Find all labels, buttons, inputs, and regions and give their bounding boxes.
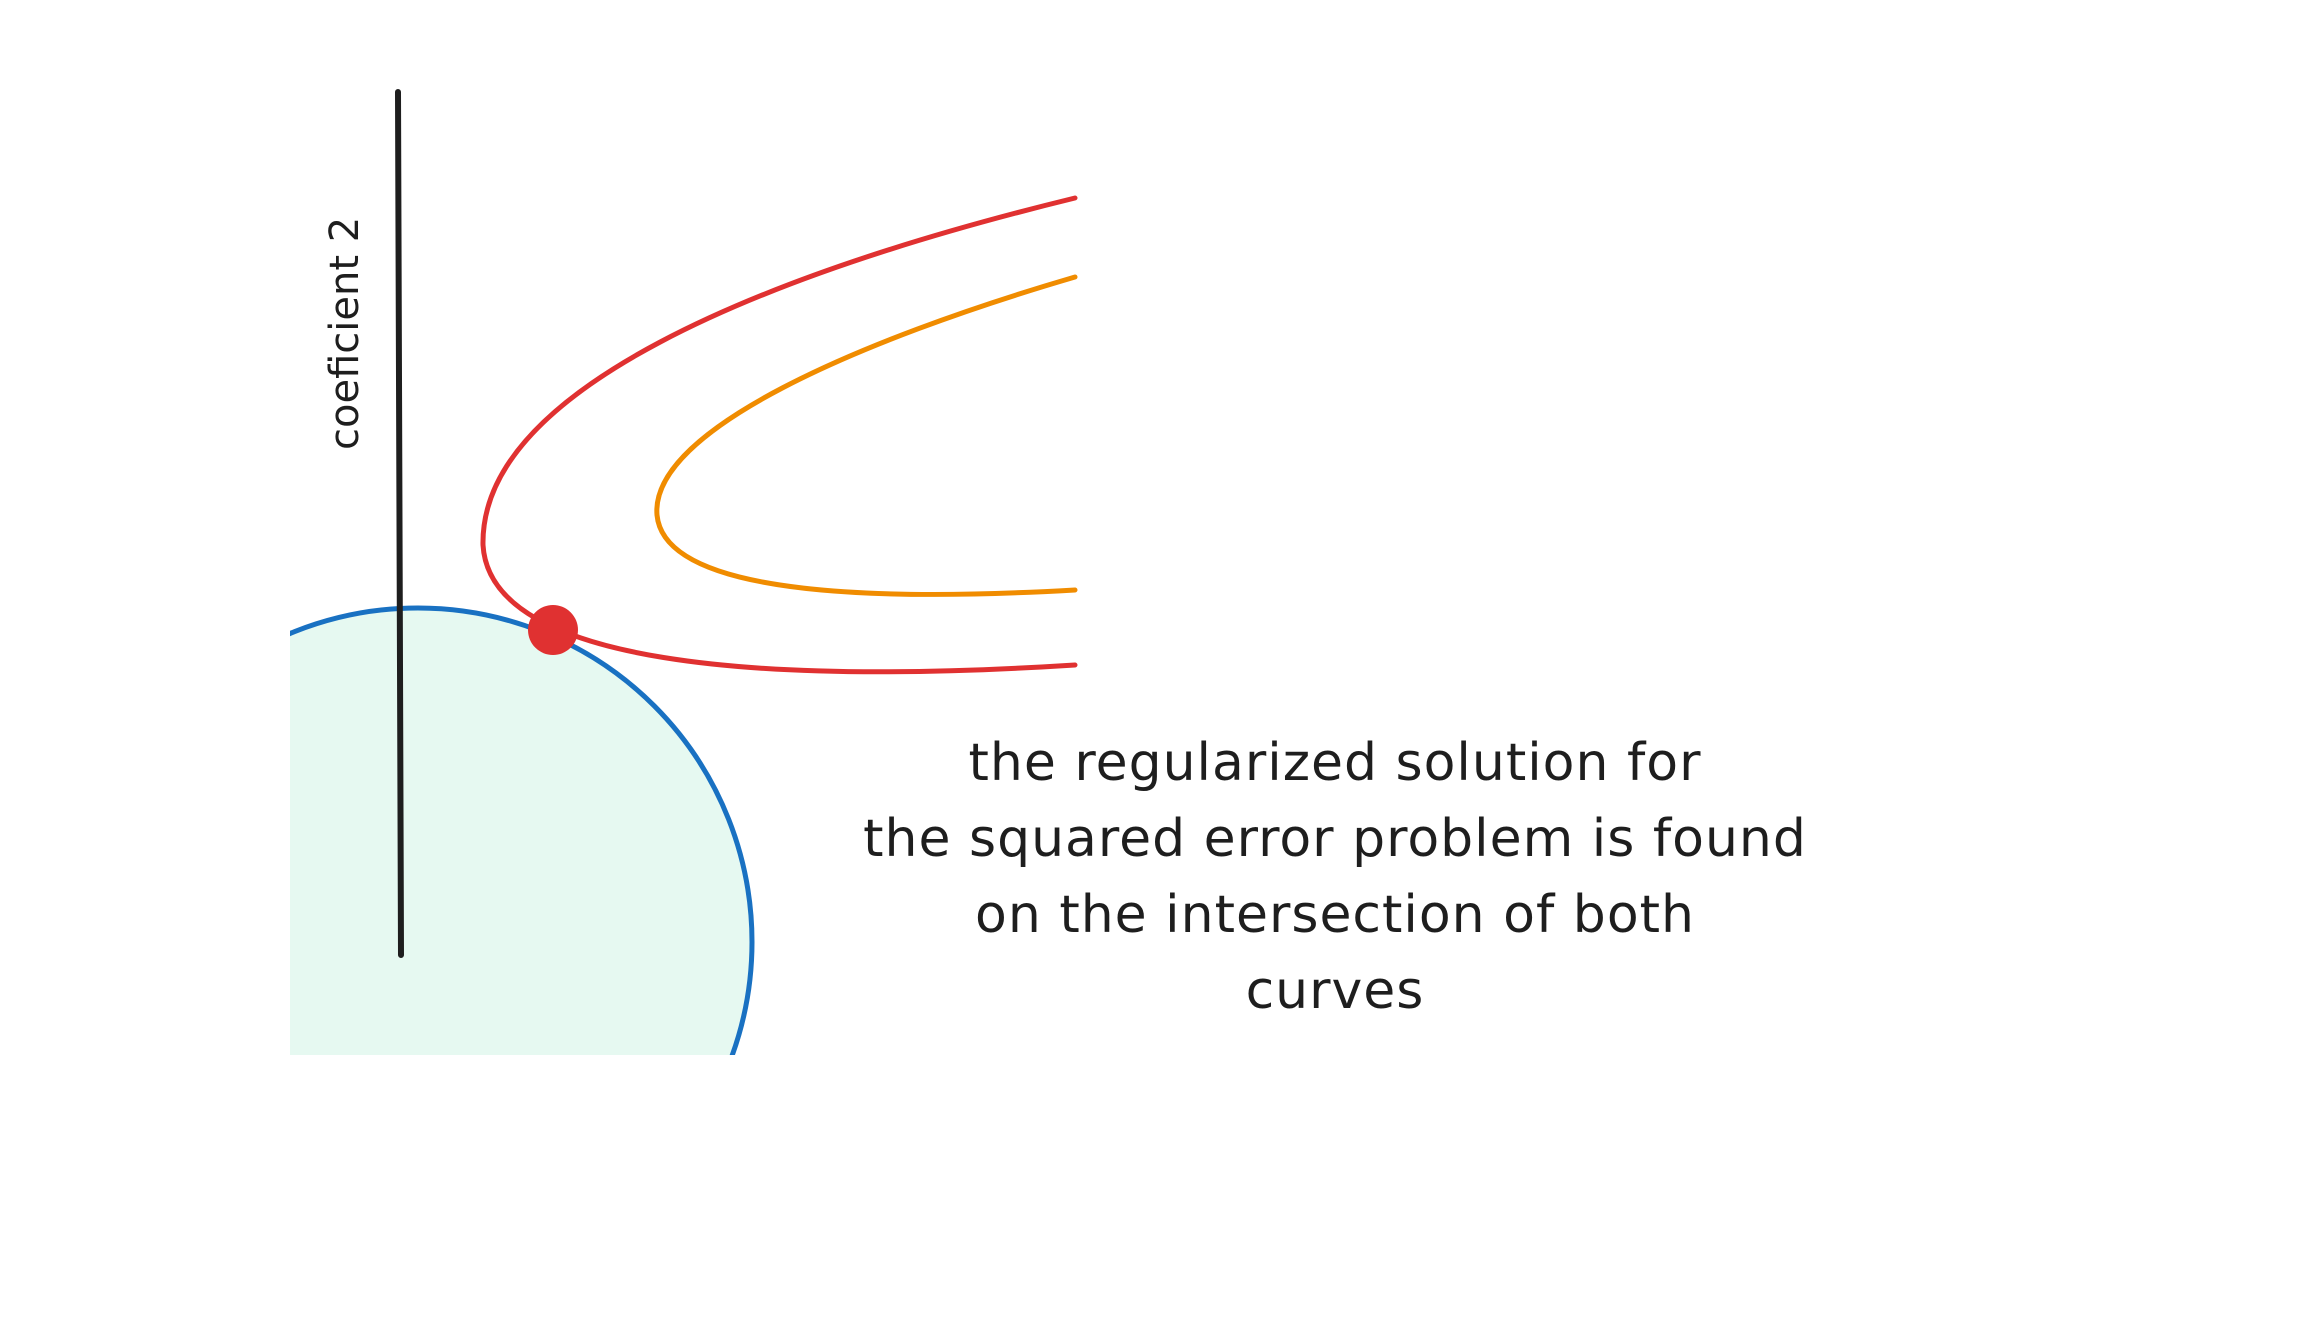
caption-line: curves bbox=[1245, 961, 1425, 1021]
caption-line: the regularized solution for bbox=[968, 733, 1702, 793]
caption-line: on the intersection of both bbox=[975, 885, 1695, 945]
constraint-region bbox=[290, 605, 755, 1055]
inner-error-contour bbox=[654, 274, 1078, 597]
y-axis bbox=[395, 89, 404, 958]
intersection-point bbox=[528, 605, 578, 655]
y-axis-label: coeficient 2 bbox=[322, 217, 368, 450]
caption-line: the squared error problem is found bbox=[863, 809, 1807, 869]
outer-error-contour bbox=[480, 195, 1078, 675]
explanation-text: the regularized solution for the squared… bbox=[760, 725, 1910, 1029]
